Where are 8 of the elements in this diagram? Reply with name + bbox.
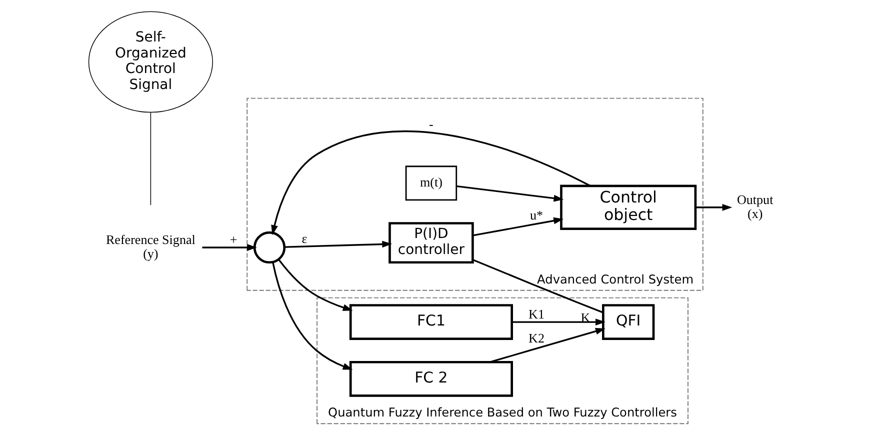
edge-label: ε: [302, 231, 308, 246]
node-text: Reference Signal (y): [106, 232, 196, 261]
edge-label: +: [230, 232, 238, 247]
edge-label: u*: [530, 208, 544, 223]
node-text: Output (x): [737, 192, 774, 221]
edge-label: K2: [528, 330, 545, 346]
edge-label: K1: [528, 306, 545, 322]
edge-label: -: [429, 116, 434, 132]
